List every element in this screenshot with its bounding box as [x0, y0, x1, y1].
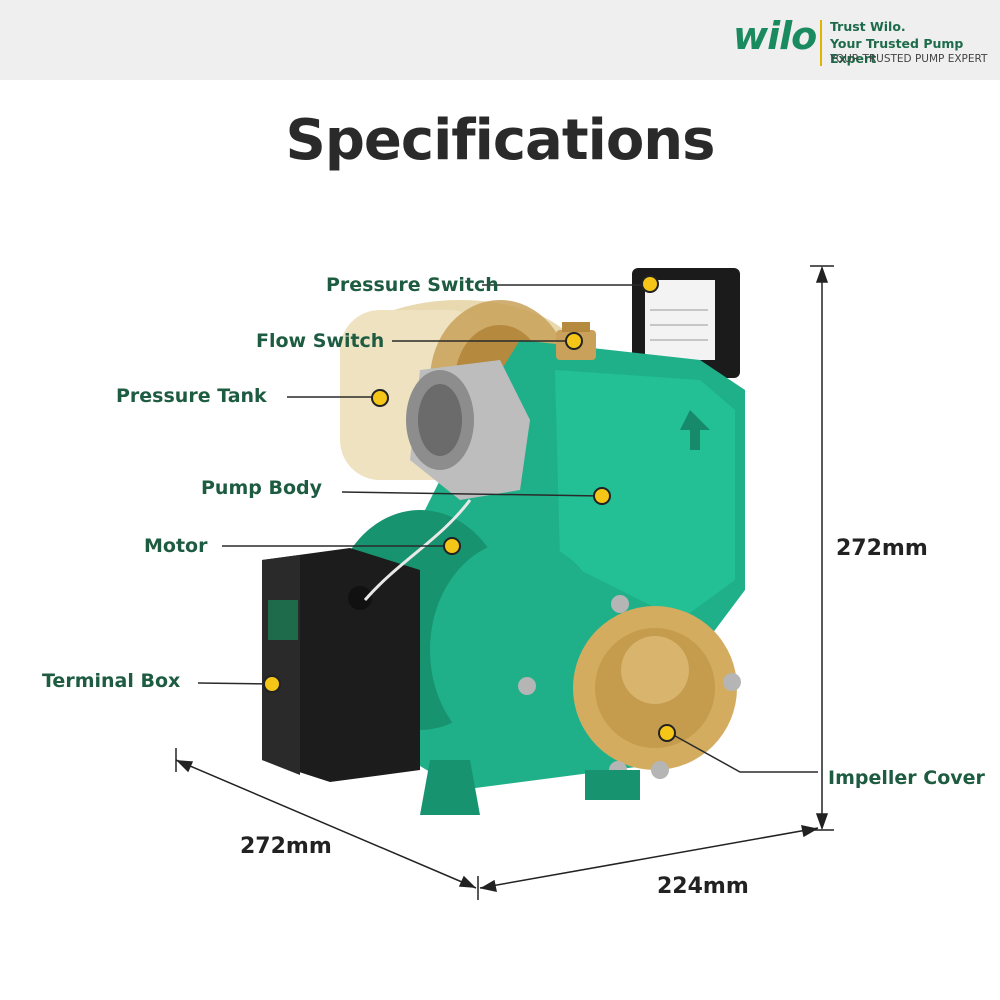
- tagline-line-3: YOUR TRUSTED PUMP EXPERT: [830, 53, 988, 65]
- impeller-cover-marker: [658, 724, 676, 742]
- dimension-lines: [175, 265, 834, 900]
- pump-body-leader: [341, 491, 603, 497]
- label-motor: Motor: [144, 535, 208, 557]
- logo-divider: [820, 20, 822, 66]
- motor-marker: [443, 537, 461, 555]
- pump-body-marker: [593, 487, 611, 505]
- pressure-tank-marker: [371, 389, 389, 407]
- label-pressure-switch: Pressure Switch: [326, 274, 499, 296]
- impeller-cover-leader: [667, 731, 818, 773]
- pressure-switch-marker: [641, 275, 659, 293]
- wilo-logo: wilo: [733, 14, 817, 58]
- tagline-line-2: Your Trusted Pump Expert: [830, 36, 964, 66]
- page-title: Specifications: [285, 108, 716, 173]
- label-pressure-tank: Pressure Tank: [116, 385, 267, 407]
- label-impeller-cover: Impeller Cover: [828, 767, 985, 789]
- tagline-line-1: Trust Wilo.: [830, 19, 906, 34]
- header-band: [0, 0, 1000, 80]
- label-terminal-box: Terminal Box: [42, 670, 181, 692]
- terminal-box-shape: [262, 548, 420, 782]
- terminal-box-leader: [197, 682, 273, 685]
- terminal-box-marker: [263, 675, 281, 693]
- dimension-depth: 272mm: [240, 834, 332, 859]
- impeller-cover-shape: [518, 595, 741, 779]
- pressure-switch-shape: [632, 268, 740, 378]
- dimension-width: 224mm: [657, 874, 749, 899]
- label-flow-switch: Flow Switch: [256, 330, 385, 352]
- label-pump-body: Pump Body: [201, 477, 322, 499]
- inlet-port-shape: [406, 360, 530, 500]
- flow-switch-marker: [565, 332, 583, 350]
- dimension-height: 272mm: [836, 536, 928, 561]
